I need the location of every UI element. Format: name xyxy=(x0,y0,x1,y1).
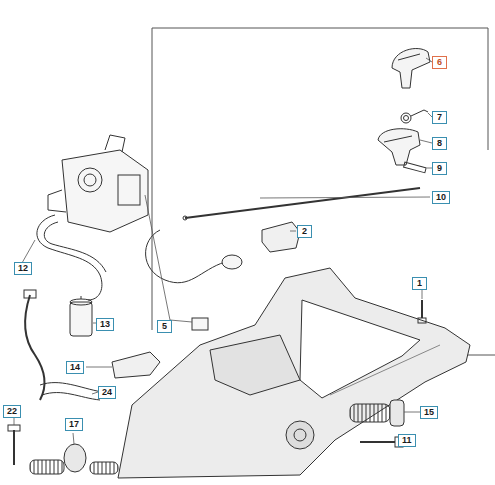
callout-number: 15 xyxy=(420,406,438,419)
callout-number: 11 xyxy=(398,434,416,447)
callout-number: 22 xyxy=(3,405,21,418)
callout-number: 10 xyxy=(432,191,450,204)
callout-number: 9 xyxy=(432,162,447,175)
callout-number: 1 xyxy=(412,277,427,290)
callout-number: 6 xyxy=(432,56,447,69)
callout-number: 7 xyxy=(432,111,447,124)
callout-number: 14 xyxy=(66,361,84,374)
callout-number: 5 xyxy=(157,320,172,333)
callout-number: 12 xyxy=(14,262,32,275)
callout-number: 24 xyxy=(98,386,116,399)
callout-number: 8 xyxy=(432,137,447,150)
callout-number: 2 xyxy=(297,225,312,238)
callout-number: 13 xyxy=(96,318,114,331)
callout-number: 17 xyxy=(65,418,83,431)
